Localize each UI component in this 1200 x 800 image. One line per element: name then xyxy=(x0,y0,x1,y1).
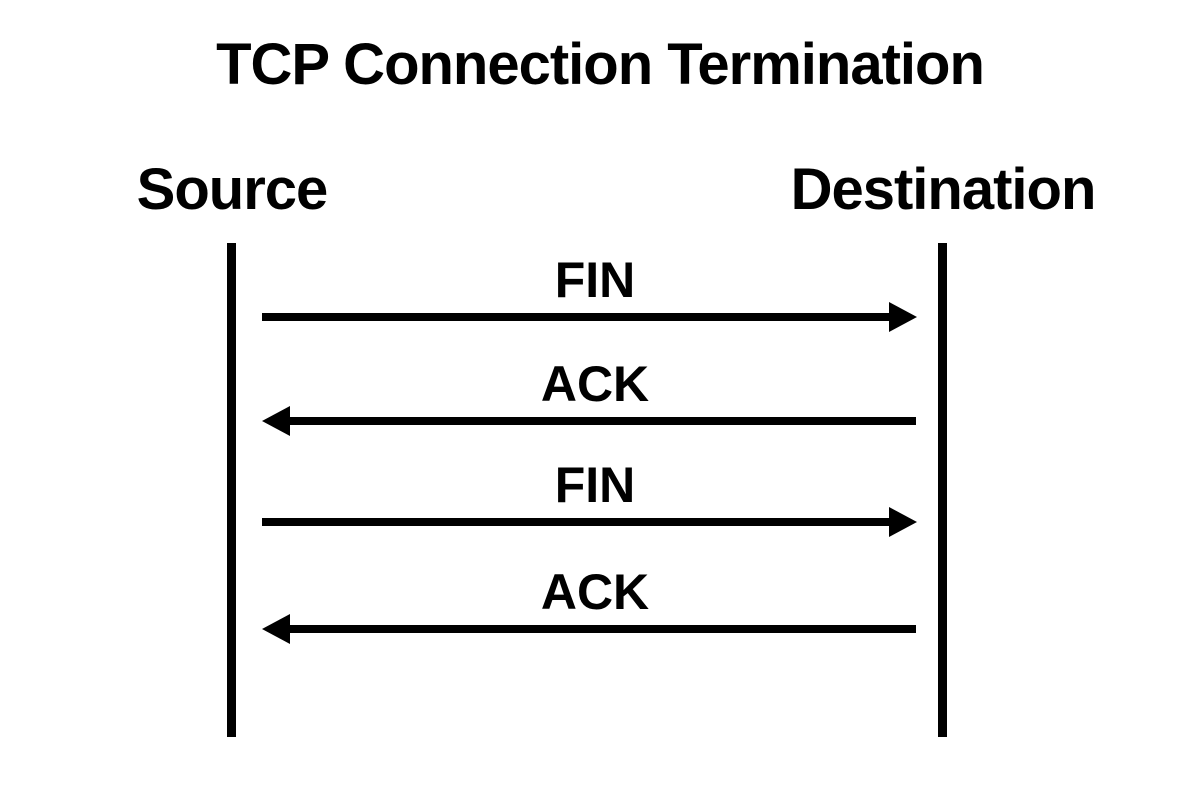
lifeline-destination xyxy=(938,243,947,737)
arrow-left-ack-2 xyxy=(290,625,916,633)
arrow-left-ack-1 xyxy=(290,417,916,425)
lifeline-source xyxy=(227,243,236,737)
message-label-fin-1: FIN xyxy=(554,252,636,308)
message-label-ack-2: ACK xyxy=(540,564,650,620)
diagram-title: TCP Connection Termination xyxy=(216,32,985,97)
actor-label-source: Source xyxy=(136,157,329,222)
message-label-fin-2: FIN xyxy=(554,457,636,513)
message-label-ack-1: ACK xyxy=(540,356,650,412)
arrow-right-fin-2 xyxy=(262,518,889,526)
arrow-right-fin-1 xyxy=(262,313,889,321)
actor-label-destination: Destination xyxy=(790,157,1097,222)
